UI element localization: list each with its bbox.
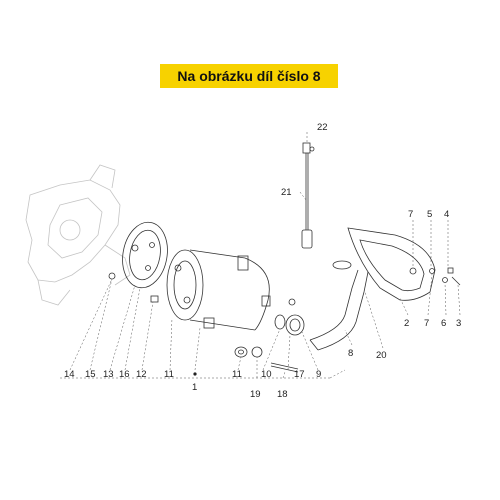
label-16: 16 — [119, 369, 130, 380]
label-12: 12 — [136, 369, 147, 380]
label-3: 3 — [456, 318, 461, 329]
label-20: 20 — [376, 350, 387, 361]
label-6: 6 — [441, 318, 446, 329]
silencer-guard — [347, 227, 436, 301]
leader-lines — [60, 132, 461, 379]
label-7-bottom: 7 — [424, 318, 429, 329]
bolt-15 — [108, 272, 116, 280]
label-19: 19 — [250, 389, 261, 400]
label-9: 9 — [316, 369, 321, 380]
label-18: 18 — [277, 389, 288, 400]
lambda-sensor — [301, 142, 315, 249]
label-22: 22 — [317, 122, 328, 133]
banner-text: Na obrázku díl číslo 8 — [177, 68, 321, 84]
label-21: 21 — [281, 187, 292, 198]
label-11-right: 11 — [232, 369, 242, 380]
label-2: 2 — [404, 318, 409, 329]
bolt-12 — [150, 295, 159, 303]
label-15: 15 — [85, 369, 96, 380]
exhaust-pipe-8 — [309, 260, 369, 351]
label-8: 8 — [348, 348, 353, 359]
label-13: 13 — [103, 369, 114, 380]
label-1: 1 — [192, 382, 197, 393]
label-17: 17 — [294, 369, 305, 380]
label-11-left: 11 — [164, 369, 174, 380]
silencer-body — [166, 249, 271, 331]
part-number-banner: Na obrázku díl číslo 8 — [160, 64, 338, 88]
label-4: 4 — [444, 209, 449, 220]
reference-dot — [193, 372, 197, 376]
engine-frame-ghost — [25, 164, 131, 306]
label-14: 14 — [64, 369, 75, 380]
clamp-assembly — [274, 298, 305, 336]
right-fasteners — [409, 267, 461, 286]
label-5: 5 — [427, 209, 432, 220]
label-10: 10 — [261, 369, 272, 380]
rear-heat-shield — [122, 221, 168, 289]
label-7-top: 7 — [408, 209, 413, 220]
part-labels: 22 21 7 5 4 2 7 6 3 20 8 14 15 13 16 12 … — [64, 122, 461, 400]
